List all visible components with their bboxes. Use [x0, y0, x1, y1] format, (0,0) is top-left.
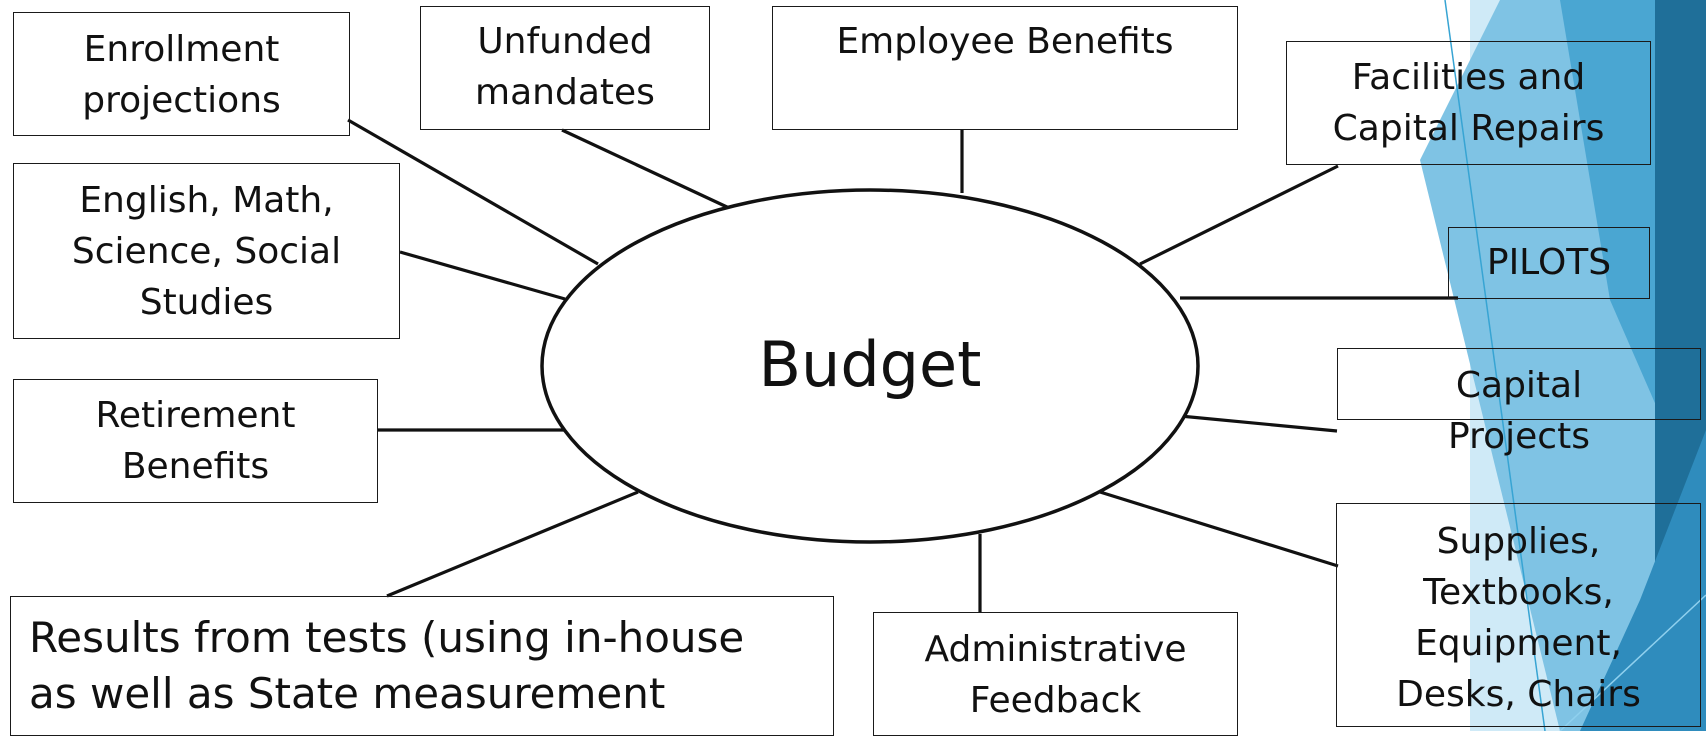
node-text-line: Results from tests (using in-house — [29, 613, 745, 662]
node-unfunded-mandates: Unfunded mandates — [420, 6, 710, 130]
connector-unfunded — [561, 128, 743, 216]
theme-decoration — [1420, 0, 1706, 731]
node-administrative-feedback: Administrative Feedback — [873, 612, 1238, 736]
node-text-line: projections — [82, 80, 281, 121]
connector-core-subjects — [399, 250, 566, 301]
node-text-line: Administrative — [924, 629, 1187, 670]
node-text-line: mandates — [475, 72, 655, 113]
connector-enrollment — [347, 118, 599, 266]
node-text-line: Desks, Chairs — [1396, 674, 1641, 715]
node-text-line: Enrollment — [83, 29, 280, 70]
node-text-line: English, Math, — [79, 180, 334, 221]
node-employee-benefits: Employee Benefits — [772, 6, 1238, 130]
node-text-line: Equipment, — [1415, 623, 1622, 664]
node-text-line: Facilities and — [1351, 57, 1586, 98]
node-text-line: Supplies, — [1436, 521, 1601, 562]
connector-supplies — [1099, 490, 1339, 568]
node-core-subjects: English, Math, Science, Social Studies — [13, 163, 400, 339]
node-text-line: Capital Repairs — [1332, 108, 1605, 149]
node-text-line: Unfunded — [477, 21, 653, 62]
node-text-line: Studies — [139, 282, 274, 323]
connector-lines — [347, 118, 1458, 612]
node-text-line: PILOTS — [1486, 242, 1612, 283]
node-text-line: Employee Benefits — [836, 21, 1174, 62]
connector-facilities — [1139, 164, 1339, 266]
node-text-line: as well as State measurement — [29, 669, 666, 718]
theme-thin-line — [1444, 0, 1546, 731]
node-text-line: Textbooks, — [1423, 572, 1614, 613]
node-retirement-benefits: Retirement Benefits — [13, 379, 378, 503]
connector-capital-projects — [1179, 414, 1338, 433]
node-text-line: Benefits — [121, 446, 270, 487]
node-facilities-capital-repairs: Facilities and Capital Repairs — [1286, 41, 1651, 165]
node-capital-projects: Capital Projects — [1337, 348, 1701, 457]
node-supplies: Supplies, Textbooks, Equipment, Desks, C… — [1336, 503, 1701, 727]
node-pilots: PILOTS — [1448, 227, 1650, 299]
node-enrollment-projections: Enrollment projections — [13, 12, 350, 136]
node-text-line: Projects — [1448, 416, 1590, 457]
connector-results — [386, 490, 639, 598]
node-text-line: Retirement — [95, 395, 296, 436]
theme-thin-line-2 — [1559, 594, 1706, 731]
node-text-line: Science, Social — [71, 231, 342, 272]
node-text-line: Feedback — [969, 680, 1142, 721]
budget-ellipse — [540, 188, 1200, 544]
node-test-results: Results from tests (using in-house as we… — [10, 596, 834, 736]
theme-panel-lower — [1580, 430, 1706, 731]
node-text-line: Capital — [1455, 365, 1583, 406]
budget-label: Budget — [758, 328, 982, 401]
